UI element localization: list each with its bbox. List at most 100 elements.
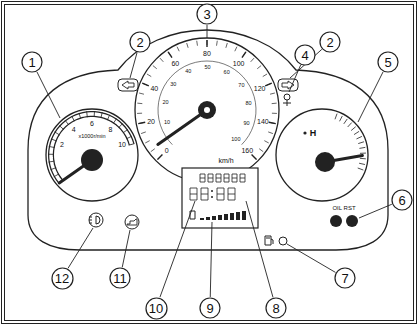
speedo-tick xyxy=(151,149,155,152)
lcd-fuel-bar xyxy=(230,213,234,220)
speedo-tick xyxy=(141,132,146,134)
leader-line xyxy=(122,230,130,267)
leader-line xyxy=(359,204,392,218)
callout-number: 10 xyxy=(149,302,163,315)
callout-ring xyxy=(52,268,73,289)
temp-tick xyxy=(351,127,356,131)
tach-tick xyxy=(123,129,128,132)
lcd-fuel-bar xyxy=(200,218,204,220)
callout-number: 8 xyxy=(272,302,279,315)
callout-ring xyxy=(197,4,217,24)
temp-tick xyxy=(356,136,361,139)
lcd-digit xyxy=(228,188,235,200)
callout-circle: 11 xyxy=(109,267,131,289)
unit-label: km/h xyxy=(218,157,233,164)
tach-tick xyxy=(51,139,57,141)
tach-hub xyxy=(81,149,103,171)
temp-hub xyxy=(315,152,335,172)
callout-ring xyxy=(110,268,130,288)
leader-line xyxy=(210,222,212,297)
tach-tick xyxy=(51,168,57,170)
lcd-fuel-bar xyxy=(236,212,240,220)
speedo-tick xyxy=(270,93,275,94)
callout-number: 2 xyxy=(136,36,143,49)
callout-ring xyxy=(295,45,315,65)
temp-tick xyxy=(360,153,366,154)
inner-frame xyxy=(5,5,414,321)
scale-number: 60 xyxy=(224,70,230,76)
lcd-digit xyxy=(201,188,208,200)
lcd-digit xyxy=(232,174,237,182)
callout-number: 7 xyxy=(341,272,348,285)
speedo-mph-ring xyxy=(158,61,256,145)
headlight-lamp xyxy=(89,213,103,227)
lcd-colon xyxy=(211,190,213,192)
callout-ring xyxy=(392,190,412,210)
oil-reset-button xyxy=(346,215,358,227)
callout-circle: 8 xyxy=(265,297,287,319)
speedo-major-tick xyxy=(269,122,276,123)
tach-tick xyxy=(94,111,95,117)
speedo-major-tick xyxy=(168,52,172,58)
scale-number: 70 xyxy=(238,83,244,89)
tach-tick xyxy=(48,154,54,155)
speedo-tick xyxy=(139,93,144,94)
lcd-digit xyxy=(208,174,213,182)
speedo-tick xyxy=(137,103,142,104)
callout-number: 4 xyxy=(301,49,308,62)
temp-tick xyxy=(358,142,364,144)
callout-number: 11 xyxy=(113,272,127,285)
speedo-tick xyxy=(235,47,237,52)
speedo-tick xyxy=(272,103,277,104)
callout-circle: 10 xyxy=(145,297,168,320)
turn-signal-frame xyxy=(118,79,138,91)
scale-number: 50 xyxy=(204,65,210,71)
warning-lamp xyxy=(284,94,290,100)
scale-number: 0 xyxy=(165,147,169,154)
speedo-hub-cap xyxy=(204,107,210,113)
temp-tick xyxy=(359,147,365,148)
speedo-tick xyxy=(153,66,157,69)
lcd-digit xyxy=(224,174,229,182)
scale-number: 80 xyxy=(246,102,252,108)
callout-number: 2 xyxy=(326,36,333,49)
leader-line xyxy=(37,72,60,118)
temp-dot xyxy=(303,131,306,134)
leader-line xyxy=(130,53,137,78)
speedo-hub xyxy=(198,101,216,119)
tach-scale-band xyxy=(51,114,132,181)
speedo-major-tick xyxy=(206,40,207,47)
callout-circle: 12 xyxy=(51,267,74,290)
lcd-fuel-bar xyxy=(242,211,246,220)
callout-circle: 2 xyxy=(129,31,151,53)
speedo-tick xyxy=(177,47,179,52)
scale-number: 2 xyxy=(60,141,64,148)
callout-ring xyxy=(146,298,167,319)
tach-tick xyxy=(54,174,59,177)
tach-tick xyxy=(86,111,88,117)
lcd-fuel-bar xyxy=(224,214,228,220)
speedo-tick xyxy=(263,74,267,77)
speedo-tick xyxy=(160,58,163,62)
callout-number: 3 xyxy=(203,8,210,21)
leader-line xyxy=(68,228,93,268)
scale-number: 10 xyxy=(118,141,126,148)
engine-lamp xyxy=(125,215,139,229)
tach-tick xyxy=(101,112,102,118)
speedo-tick xyxy=(272,113,277,114)
speedo-major-tick xyxy=(138,122,145,123)
speedo-major-tick xyxy=(265,83,271,86)
callout-ring xyxy=(266,298,286,318)
temp-tick xyxy=(358,168,364,170)
headlight-symbol xyxy=(89,216,100,224)
callout-circle: 4 xyxy=(294,44,316,66)
speedo-tick xyxy=(226,43,227,48)
fuel-icon xyxy=(265,236,273,245)
unit-label: H xyxy=(310,129,317,138)
callout-circle: 5 xyxy=(377,51,399,73)
speedo-needle xyxy=(158,110,207,144)
speedo-tick xyxy=(145,141,149,143)
scale-number: 10 xyxy=(164,120,170,126)
